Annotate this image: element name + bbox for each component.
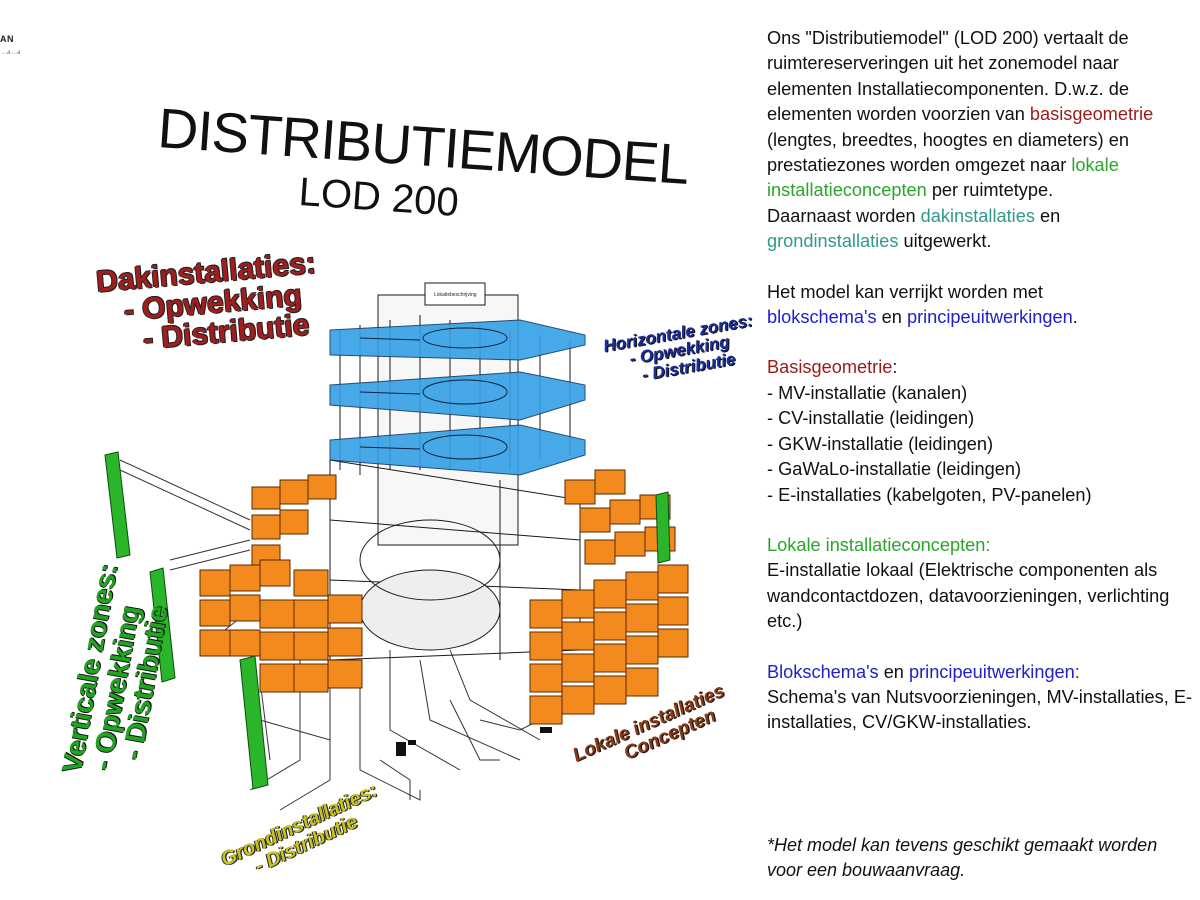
roof-tag: Lokatiebeschrijving	[434, 292, 477, 298]
lokaal-section: Lokale installatieconcepten: E-installat…	[767, 533, 1200, 635]
keyword-grondinstallaties: grondinstallaties	[767, 231, 899, 252]
horizontal-floor-slabs	[329, 319, 586, 476]
floor-duct-loops	[359, 327, 508, 460]
keyword-blokschemas: blokschema's	[767, 307, 877, 328]
keyword-lokale-concepten: lokale installatieconcepten	[767, 155, 1119, 201]
verrijkt-paragraph: Het model kan verrijkt worden met bloksc…	[767, 281, 1078, 328]
local-installation-blocks-left	[199, 474, 363, 693]
distribution-model-illustration: Lokatiebeschrijving	[104, 282, 689, 811]
list-item: - CV-installatie (leidingen)	[767, 408, 975, 429]
blokschema-body: Schema's van Nutsvoorzieningen, MV-insta…	[767, 686, 1193, 733]
logo-text: AN	[0, 34, 14, 44]
blokschema-heading: Blokschema's	[767, 661, 879, 682]
intro-paragraph-2: Daarnaast worden dakinstallaties en gron…	[767, 205, 1061, 252]
list-item: - MV-installatie (kanalen)	[767, 382, 968, 403]
blokschema-section: Blokschema's en principeuitwerkingen: Sc…	[767, 661, 1193, 733]
company-logo: AN ...a ...a	[0, 28, 40, 68]
keyword-principeuitwerkingen: principeuitwerkingen	[906, 307, 1073, 328]
lokaal-heading: Lokale installatieconcepten:	[767, 534, 991, 555]
principe-heading: principeuitwerkingen:	[908, 661, 1080, 682]
list-item: - GaWaLo-installatie (leidingen)	[767, 459, 1022, 480]
basisgeometrie-heading: Basisgeometrie	[767, 357, 893, 378]
local-installation-blocks-right	[529, 469, 689, 725]
concept-markers	[396, 727, 552, 756]
label-dakinstallaties: Dakinstallaties: - Opwekking - Distribut…	[94, 246, 317, 360]
lokaal-body: E-installatie lokaal (Elektrische compon…	[767, 560, 1170, 632]
list-item: - E-installaties (kabelgoten, PV-panelen…	[767, 484, 1092, 505]
description-text: Ons "Distributiemodel" (LOD 200) vertaal…	[767, 26, 1200, 736]
keyword-basisgeometrie: basisgeometrie	[1029, 104, 1154, 125]
logo-subtext: ...a ...a	[2, 50, 21, 56]
list-item: - GKW-installatie (leidingen)	[767, 433, 994, 454]
vertical-shafts	[104, 451, 671, 790]
keyword-dakinstallaties: dakinstallaties	[920, 205, 1035, 226]
footnote: *Het model kan tevens geschikt gemaakt w…	[767, 835, 1158, 880]
intro-paragraph: Ons "Distributiemodel" (LOD 200) vertaal…	[767, 28, 1154, 201]
basisgeometrie-section: Basisgeometrie: - MV-installatie (kanale…	[767, 357, 1092, 505]
